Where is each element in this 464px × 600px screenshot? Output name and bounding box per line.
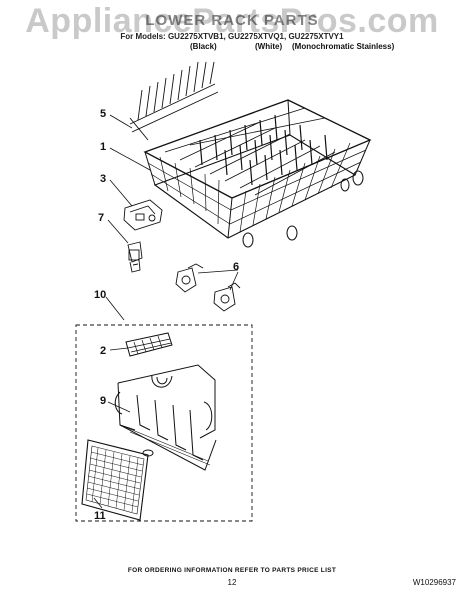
basket-lid-part-11: [81, 439, 149, 521]
lower-rack: [129, 61, 372, 248]
silverware-basket-assembly-box: [75, 324, 253, 522]
variant-white: (White): [255, 42, 283, 51]
callout-10: 10: [94, 289, 106, 301]
page-number: 12: [227, 578, 237, 587]
watermark: AppliancePartsPros.com: [25, 2, 439, 40]
callout-11: 11: [94, 510, 106, 522]
page-title: LOWER RACK PARTS: [145, 12, 319, 29]
callout-1: 1: [100, 141, 106, 153]
basket-grid-part-2: [125, 332, 173, 357]
callout-6: 6: [233, 261, 239, 273]
callout-9: 9: [100, 395, 106, 407]
callout-numbers: 5 1 3 7 6 10 2 9 11: [94, 108, 239, 522]
callout-2: 2: [100, 345, 106, 357]
rack-clip-part-3: [123, 199, 163, 231]
ordering-note: FOR ORDERING INFORMATION REFER TO PARTS …: [127, 567, 337, 574]
variant-stainless: (Monochromatic Stainless): [292, 42, 395, 51]
callout-3: 3: [100, 173, 106, 185]
leader-lines: [93, 114, 239, 509]
silverware-basket-part-9: [114, 364, 217, 471]
callout-7: 7: [98, 212, 104, 224]
callout-5: 5: [100, 108, 106, 120]
wheel-assembly-part-6: [175, 263, 241, 312]
variant-black: (Black): [190, 42, 217, 51]
models-line: For Models: GU2275XTVB1, GU2275XTVQ1, GU…: [120, 32, 344, 41]
document-code: W10296937: [412, 578, 456, 587]
rack-bumper-part-7: [127, 241, 143, 273]
